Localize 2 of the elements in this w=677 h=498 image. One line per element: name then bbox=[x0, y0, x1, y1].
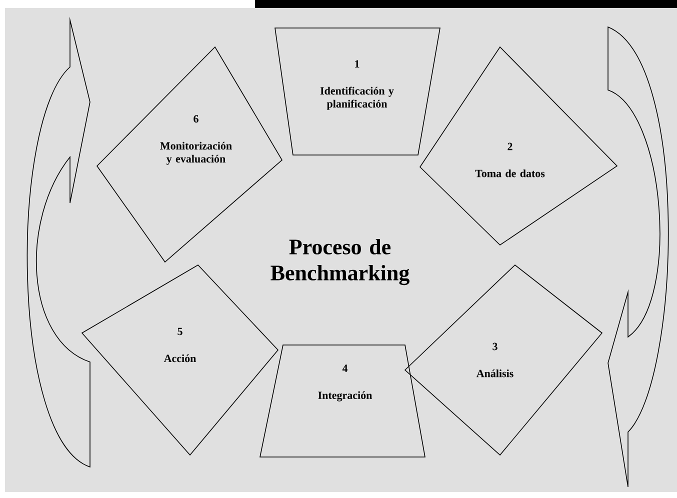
trapezoid-box: 4 Integración bbox=[260, 344, 426, 458]
trapezoid-box: 1 Identificación y planificación bbox=[274, 28, 440, 156]
